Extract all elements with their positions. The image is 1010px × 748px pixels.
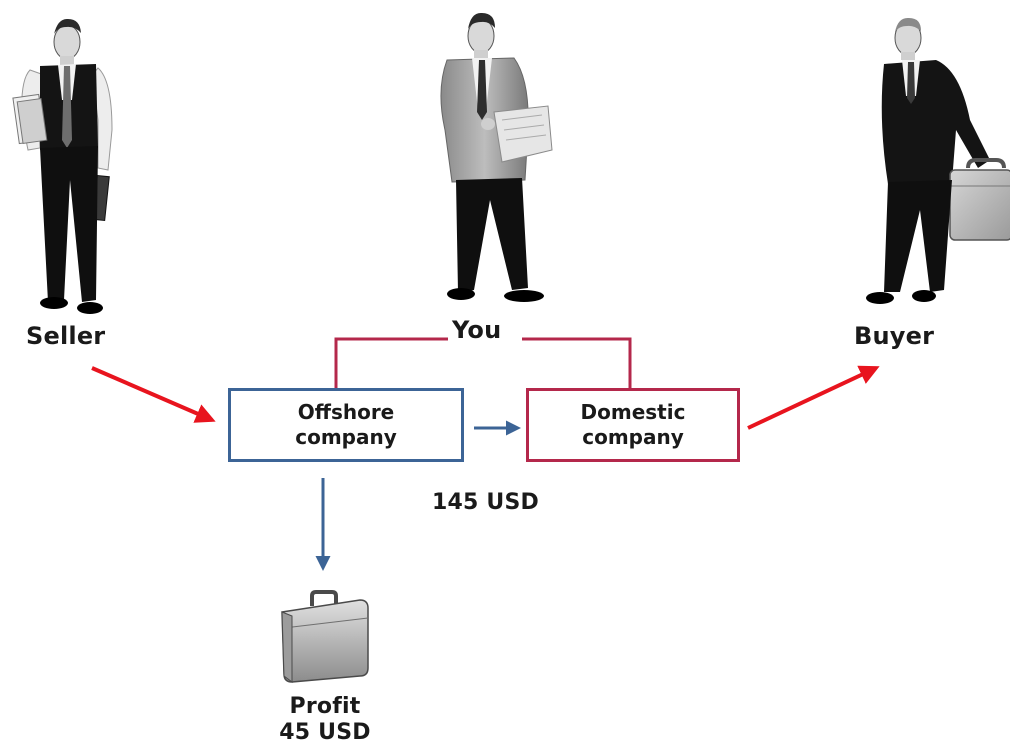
seller-figure-icon	[12, 18, 113, 314]
profit-briefcase-icon	[281, 590, 369, 683]
seller-label: Seller	[26, 322, 106, 350]
arrow-seller-to-offshore	[91, 366, 216, 423]
buyer-figure-icon	[866, 17, 1010, 304]
control-line-right	[522, 337, 632, 388]
offshore-company-line1: Offshore	[297, 400, 395, 424]
offshore-company-line2: company	[295, 425, 397, 449]
profit-amount-label: 45 USD	[279, 720, 371, 745]
domestic-company-line2: company	[582, 425, 684, 449]
arrow-domestic-to-buyer	[747, 365, 880, 430]
profit-label: Profit	[289, 694, 361, 719]
buyer-label: Buyer	[854, 322, 935, 350]
control-line-left	[334, 337, 448, 388]
transfer-amount-label: 145 USD	[432, 490, 539, 515]
you-label: You	[452, 316, 502, 344]
domestic-company-line1: Domestic	[580, 400, 686, 424]
you-figure-icon	[440, 12, 553, 302]
offshore-company-box: Offshore company	[228, 388, 464, 462]
domestic-company-box: Domestic company	[526, 388, 740, 462]
